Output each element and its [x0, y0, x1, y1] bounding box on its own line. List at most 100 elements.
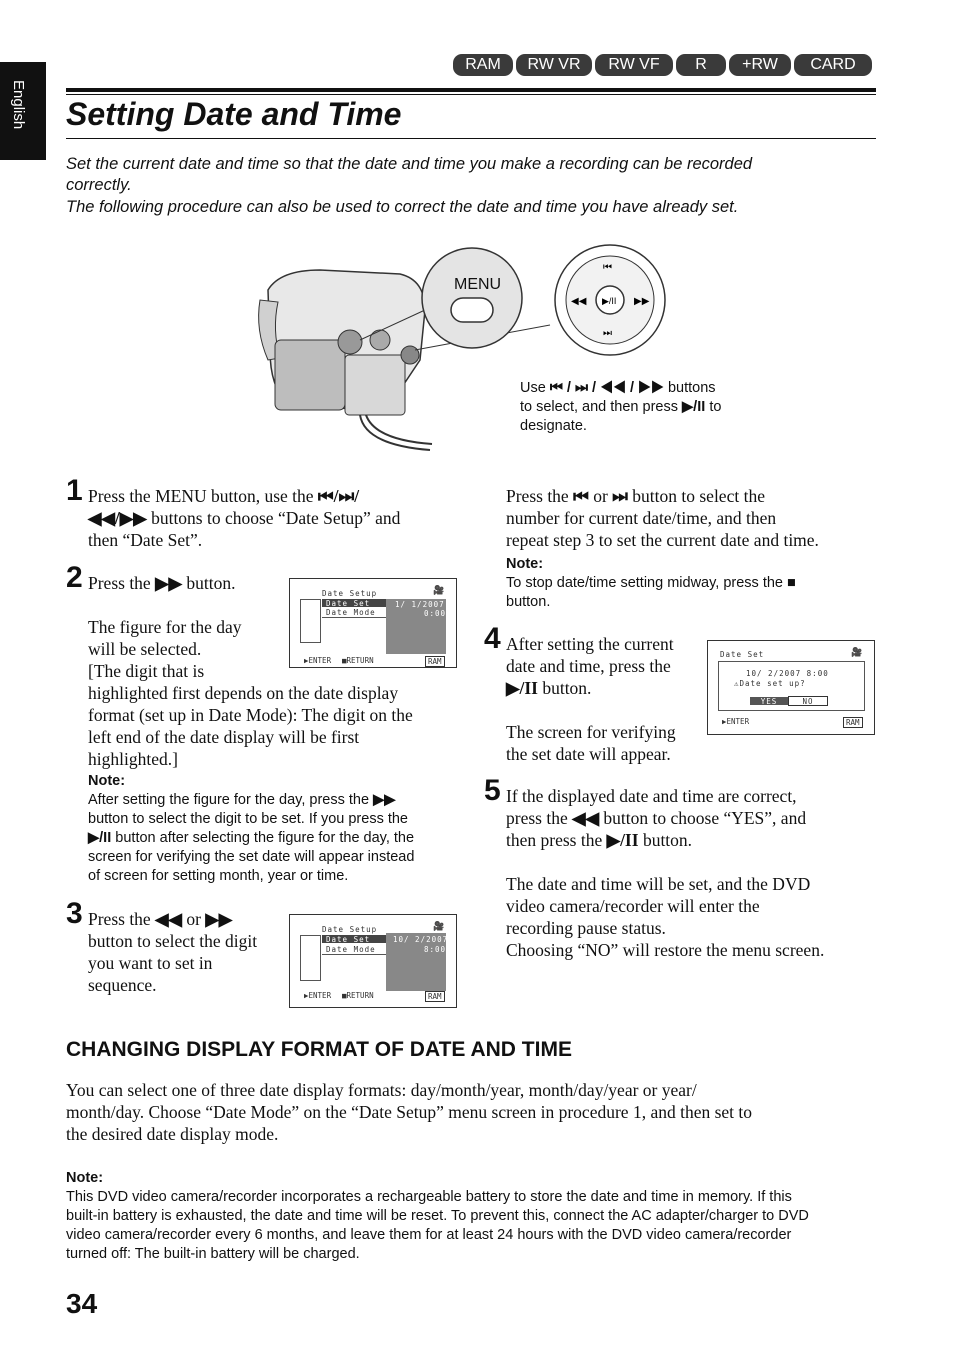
next-icon: ⏭ [612, 486, 628, 506]
play-pause-icon: ▶/II [506, 678, 538, 698]
date-set-confirm-screen: Date Set 🎥 10/ 2/2007 8:00 ⚠Date set up?… [707, 640, 875, 735]
page-number: 34 [66, 1288, 98, 1319]
language-label: English [10, 80, 27, 130]
intro-line-1: Set the current date and time so that th… [66, 155, 753, 173]
step-2-note-heading: Note: [88, 773, 126, 789]
section-p1: You can select one of three date display… [66, 1080, 697, 1100]
s2-p4: highlighted first depends on the date di… [88, 683, 399, 703]
step-4-text: After setting the current date and time,… [506, 633, 706, 765]
step-2-button: button. [186, 573, 236, 593]
step-2-paragraph: The figure for the day will be selected.… [88, 616, 458, 770]
r1-n1: To stop date/time setting midway, press … [506, 575, 783, 591]
s4-l4: The screen for verifying [506, 722, 676, 742]
caption-use: Use [520, 380, 546, 396]
step-1-line-2: buttons to choose “Date Setup” and [151, 508, 401, 528]
s5-l2b: button to choose “YES”, and [603, 808, 807, 828]
step-4-number: 4 [484, 622, 501, 655]
prev-icon: ⏮ [573, 486, 589, 506]
no-option[interactable]: NO [788, 696, 828, 706]
menu-icon-column [300, 935, 321, 981]
title-rule-top [66, 88, 876, 92]
screen-time: 0:00 [424, 609, 447, 618]
step-3-text: Press the ◀◀ or ▶▶ button to select the … [88, 908, 288, 996]
date-setup-screen-2: Date Setup 🎥 Date Set Date Mode 10/ 2/20… [289, 914, 457, 1008]
screen-item-date-mode: Date Mode [322, 945, 388, 955]
svg-text:▶/II: ▶/II [602, 296, 616, 306]
bn-l3: video camera/recorder every 6 months, an… [66, 1227, 792, 1243]
s4-l1: After setting the current [506, 634, 674, 654]
yes-option[interactable]: YES [750, 697, 788, 706]
screen-date-time: 10/ 2/2007 8:00 [746, 669, 829, 678]
screen-return: ■RETURN [342, 991, 374, 1000]
s5-l3a: then press the [506, 830, 603, 850]
r1-l1c: button to select the [632, 486, 765, 506]
screen-item-date-mode: Date Mode [322, 608, 388, 618]
s3-l3: you want to set in [88, 953, 213, 973]
s3-or: or [186, 909, 201, 929]
badge-plus-rw: +RW [729, 54, 791, 76]
r1-note-heading: Note: [506, 556, 544, 572]
screen-value-panel [386, 599, 446, 654]
title-rule-thin [66, 94, 876, 95]
camera-icon: 🎥 [851, 648, 863, 658]
menu-icon-column [300, 599, 321, 643]
screen-value-panel [386, 933, 446, 991]
screen-ram-badge: RAM [843, 717, 863, 728]
menu-button-label: MENU [454, 276, 502, 293]
screen-ram-badge: RAM [425, 991, 445, 1002]
step-2-press: Press the [88, 573, 151, 593]
s5-p3: recording pause status. [506, 918, 666, 938]
s4-l2: date and time, press the [506, 656, 671, 676]
date-setup-screen-1: Date Setup 🎥 Date Set Date Mode 1/ 1/200… [289, 578, 457, 668]
camera-icon: 🎥 [433, 922, 445, 932]
caption-to: to [709, 399, 722, 415]
step-3-number: 3 [66, 897, 83, 930]
badge-ram: RAM [453, 54, 513, 76]
badge-card: CARD [794, 54, 872, 76]
svg-text:⏭: ⏭ [603, 328, 612, 339]
s2-p7: highlighted.] [88, 749, 178, 769]
screen-ram-badge: RAM [425, 656, 445, 667]
s2-p5: format (set up in Date Mode): The digit … [88, 705, 413, 725]
intro-line-3: The following procedure can also be used… [66, 198, 739, 216]
intro-line-2: correctly. [66, 176, 132, 194]
bottom-note: This DVD video camera/recorder incorpora… [66, 1188, 896, 1264]
screen-enter: ▶ENTER [722, 717, 750, 726]
s2-p6: left end of the date display will be fir… [88, 727, 360, 747]
section-paragraph: You can select one of three date display… [66, 1079, 876, 1145]
bn-l2: built-in battery is exhausted, the date … [66, 1208, 809, 1224]
media-badges: RAM RW VR RW VF R +RW CARD [453, 54, 872, 76]
s2-p1: The figure for the day [88, 617, 242, 637]
screen-header: Date Setup [322, 925, 378, 934]
section-p2: month/day. Choose “Date Mode” on the “Da… [66, 1102, 753, 1122]
s5-p2: video camera/recorder will enter the [506, 896, 760, 916]
s2-n5: of screen for setting month, year or tim… [88, 868, 349, 884]
rewind-icon: ◀◀ [572, 808, 600, 828]
step-1-number: 1 [66, 474, 83, 507]
s5-p1: The date and time will be set, and the D… [506, 874, 811, 894]
s5-p4: Choosing “NO” will restore the menu scre… [506, 940, 825, 960]
s3-press: Press the [88, 909, 151, 929]
s4-l5: the set date will appear. [506, 744, 671, 764]
badge-rw-vf: RW VF [595, 54, 673, 76]
step-2-number: 2 [66, 561, 83, 594]
svg-text:▶▶: ▶▶ [634, 296, 650, 307]
step-1-line-3: then “Date Set”. [88, 530, 203, 550]
screen-header: Date Setup [322, 589, 378, 598]
s4-l3: button. [542, 678, 592, 698]
s2-n4: screen for verifying the set date will a… [88, 849, 415, 865]
bn-l4: turned off: The built-in battery will be… [66, 1246, 360, 1262]
bottom-note-heading: Note: [66, 1170, 104, 1186]
rewind-forward-icons: ◀◀/▶▶ [88, 508, 147, 528]
screen-date: 1/ 1/2007 [395, 600, 445, 609]
screen-header: Date Set [720, 650, 765, 659]
stop-icon: ■ [787, 575, 796, 591]
step-2-line-1: Press the ▶▶ button. [88, 572, 288, 594]
screen-time: 8:00 [424, 945, 447, 954]
r1-l2: number for current date/time, and then [506, 508, 777, 528]
language-tab: English [0, 62, 46, 160]
forward-icon: ▶▶ [373, 792, 396, 808]
play-pause-icon: ▶/II [606, 830, 639, 850]
screen-item-date-set: Date Set [322, 599, 387, 608]
s2-n2: button to select the digit to be set. If… [88, 811, 408, 827]
